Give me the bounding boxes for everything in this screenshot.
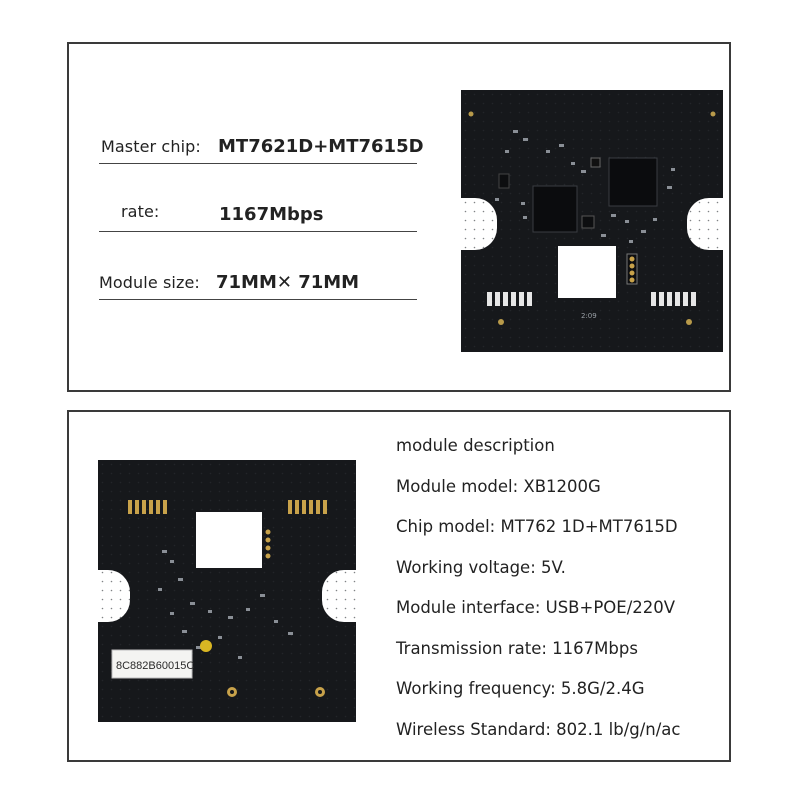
spec-panel: Master chip: MT7621D+MT7615D rate: 1167M… — [67, 42, 731, 392]
spec-value: MT7621D+MT7615D — [218, 136, 424, 157]
pin-header — [626, 253, 638, 285]
pad-row-left — [128, 500, 167, 514]
description-panel: 8C882B60015C module description Module m… — [67, 410, 731, 762]
description-list: module description Module model: XB1200G… — [396, 426, 680, 750]
divider — [99, 163, 417, 164]
board-cutout — [558, 246, 616, 298]
spec-label: rate: — [121, 202, 160, 221]
board-marking: 2:09 — [581, 312, 597, 320]
mac-sticker — [111, 649, 193, 679]
description-line: Transmission rate: 1167Mbps — [396, 638, 638, 658]
description-line: Module interface: USB+POE/220V — [396, 598, 676, 617]
board-cutout — [196, 512, 262, 568]
spec-value: 71MM✕ 71MM — [216, 272, 360, 293]
description-line: Working voltage: 5V. — [396, 557, 566, 577]
pcb-front-image: 2:09 — [461, 90, 723, 352]
pad-row-right — [288, 500, 327, 514]
mac-sticker-text: 8C882B60015C — [116, 660, 194, 672]
spec-row-master-chip: Master chip: MT7621D+MT7615D — [99, 124, 424, 164]
spec-label: Master chip: — [101, 137, 201, 156]
description-line: Chip model: MT762 1D+MT7615D — [396, 517, 678, 536]
antenna-connectors — [227, 687, 325, 697]
spec-value: 1167Mbps — [219, 204, 324, 225]
divider — [99, 231, 417, 232]
antenna-pads-left — [487, 292, 532, 306]
spec-row-module-size: Module size: 71MM✕ 71MM — [99, 260, 417, 300]
description-line: Working frequency: 5.8G/2.4G — [396, 679, 645, 698]
yellow-button — [200, 640, 212, 652]
spec-label: Module size: — [99, 273, 200, 292]
chip-mt7615d — [608, 157, 658, 207]
description-line: Wireless Standard: 802.1 lb/g/n/ac — [396, 719, 681, 739]
antenna-pads-right — [651, 292, 696, 306]
divider — [99, 299, 417, 300]
chip-mt7621d — [532, 185, 578, 233]
spec-row-rate: rate: 1167Mbps — [99, 192, 417, 232]
description-line: Module model: XB1200G — [396, 476, 601, 496]
pcb-back-image: 8C882B60015C — [98, 460, 356, 722]
description-heading: module description — [396, 436, 555, 455]
